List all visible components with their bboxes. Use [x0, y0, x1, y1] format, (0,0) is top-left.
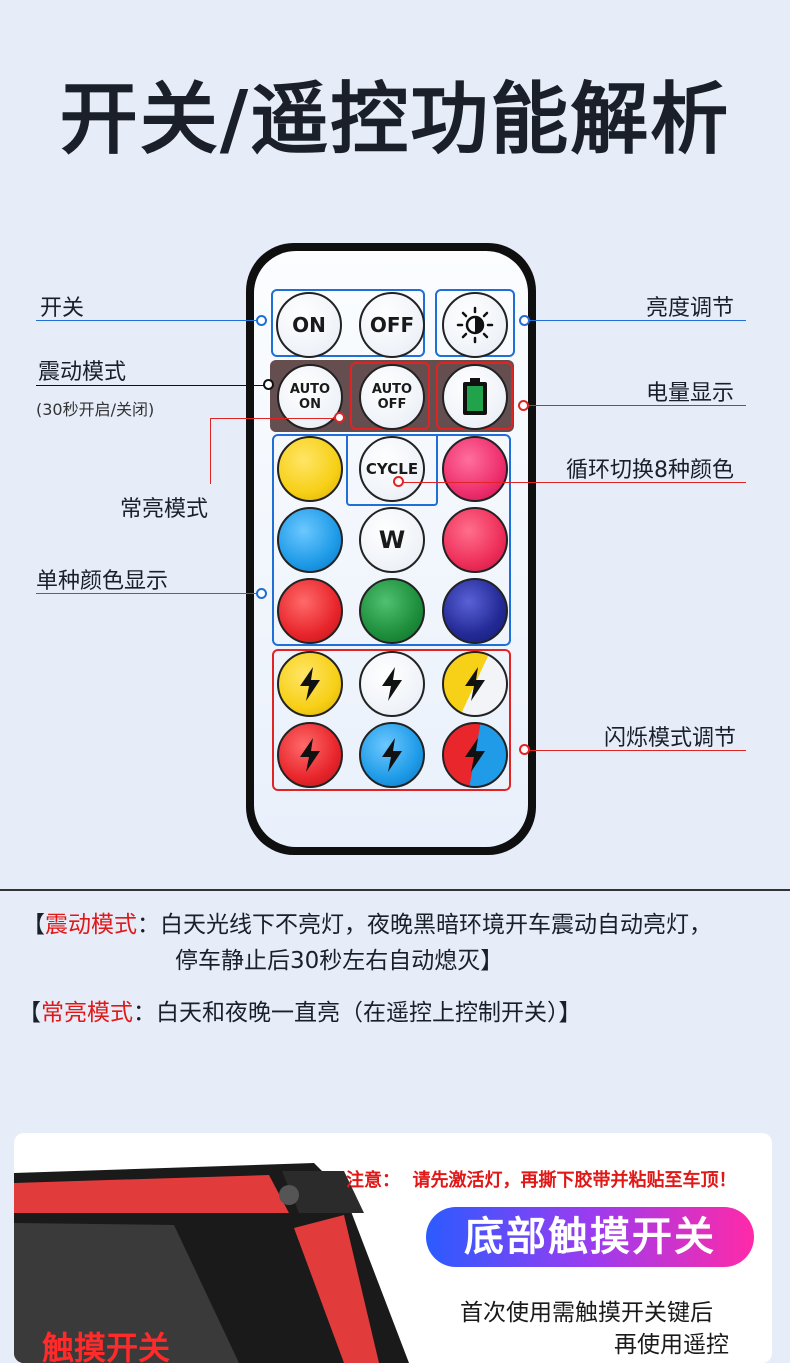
instruction-line-1: 首次使用需触摸开关键后: [460, 1300, 713, 1326]
vibration-dot: [263, 379, 274, 390]
green-color-button[interactable]: [359, 578, 425, 644]
flash-label: 闪烁模式调节: [604, 726, 737, 751]
cycle-label: 循环切换8种颜色: [566, 458, 734, 483]
on-button[interactable]: ON: [276, 292, 342, 358]
switch-line: [36, 320, 260, 321]
always-on-dot: [334, 412, 345, 423]
flash-blue-button[interactable]: [359, 722, 425, 788]
brightness-label: 亮度调节: [646, 296, 735, 321]
navy-color-button[interactable]: [442, 578, 508, 644]
brightness-dot: [519, 315, 530, 326]
single-color-line: [36, 593, 260, 594]
always-on-desc: 【常亮模式：白天和夜晚一直亮（在遥控上控制开关）】: [18, 1000, 582, 1026]
cycle-frame: [346, 434, 438, 506]
flash-line: [526, 750, 746, 751]
brightness-line: [526, 320, 746, 321]
notice: 注意： 请先激活灯，再撕下胶带并粘贴至车顶！: [346, 1170, 737, 1191]
vibration-sub-label: (30秒开启/关闭): [36, 400, 155, 419]
vibration-label: 震动模式: [38, 360, 127, 385]
instruction-line-2: 再使用遥控: [614, 1332, 729, 1358]
flash-frame: [272, 649, 511, 791]
blue-color-button[interactable]: [277, 507, 343, 573]
pink-color-button[interactable]: [442, 436, 508, 502]
battery-icon: [463, 378, 487, 415]
lightning-icon: [382, 667, 402, 701]
yellow-color-button[interactable]: [277, 436, 343, 502]
touch-switch-label: 触摸开关: [42, 1329, 171, 1363]
vibration-desc-2: 停车静止后30秒左右自动熄灭】: [175, 948, 504, 974]
cycle-dot: [393, 476, 404, 487]
touch-switch-pill: 底部触摸开关: [426, 1207, 754, 1267]
cycle-button[interactable]: CYCLE: [359, 436, 425, 502]
battery-button[interactable]: [442, 364, 508, 430]
lightning-icon: [465, 667, 485, 701]
color-frame: [272, 434, 511, 646]
switch-label: 开关: [40, 296, 85, 321]
cycle-line: [400, 482, 746, 483]
brightness-button[interactable]: [442, 292, 508, 358]
vibration-line: [36, 385, 268, 386]
lightning-icon: [300, 738, 320, 772]
flash-yellow-white-button[interactable]: [442, 651, 508, 717]
flash-dot: [519, 744, 530, 755]
page-title: 开关/遥控功能解析: [59, 75, 731, 165]
single-color-label: 单种颜色显示: [36, 569, 169, 594]
red-color-button[interactable]: [277, 578, 343, 644]
always-on-line-h: [210, 418, 336, 419]
divider: [0, 889, 790, 891]
lightning-icon: [300, 667, 320, 701]
battery-label: 电量显示: [646, 381, 735, 406]
always-on-label: 常亮模式: [120, 497, 209, 522]
lightning-icon: [465, 738, 485, 772]
battery-dot: [518, 400, 529, 411]
off-button[interactable]: OFF: [359, 292, 425, 358]
flash-white-button[interactable]: [359, 651, 425, 717]
flash-red-button[interactable]: [277, 722, 343, 788]
brightness-icon: [456, 306, 494, 344]
flash-red-blue-button[interactable]: [442, 722, 508, 788]
lightning-icon: [382, 738, 402, 772]
single-color-dot: [256, 588, 267, 599]
always-on-line-v: [210, 418, 211, 484]
rose-color-button[interactable]: [442, 507, 508, 573]
switch-dot: [256, 315, 267, 326]
white-button[interactable]: W: [359, 507, 425, 573]
vibration-desc: 【震动模式：白天光线下不亮灯，夜晚黑暗环境开车震动自动亮灯，: [22, 912, 712, 938]
light-bar-image: [14, 1163, 409, 1363]
flash-yellow-button[interactable]: [277, 651, 343, 717]
battery-line: [524, 405, 746, 406]
